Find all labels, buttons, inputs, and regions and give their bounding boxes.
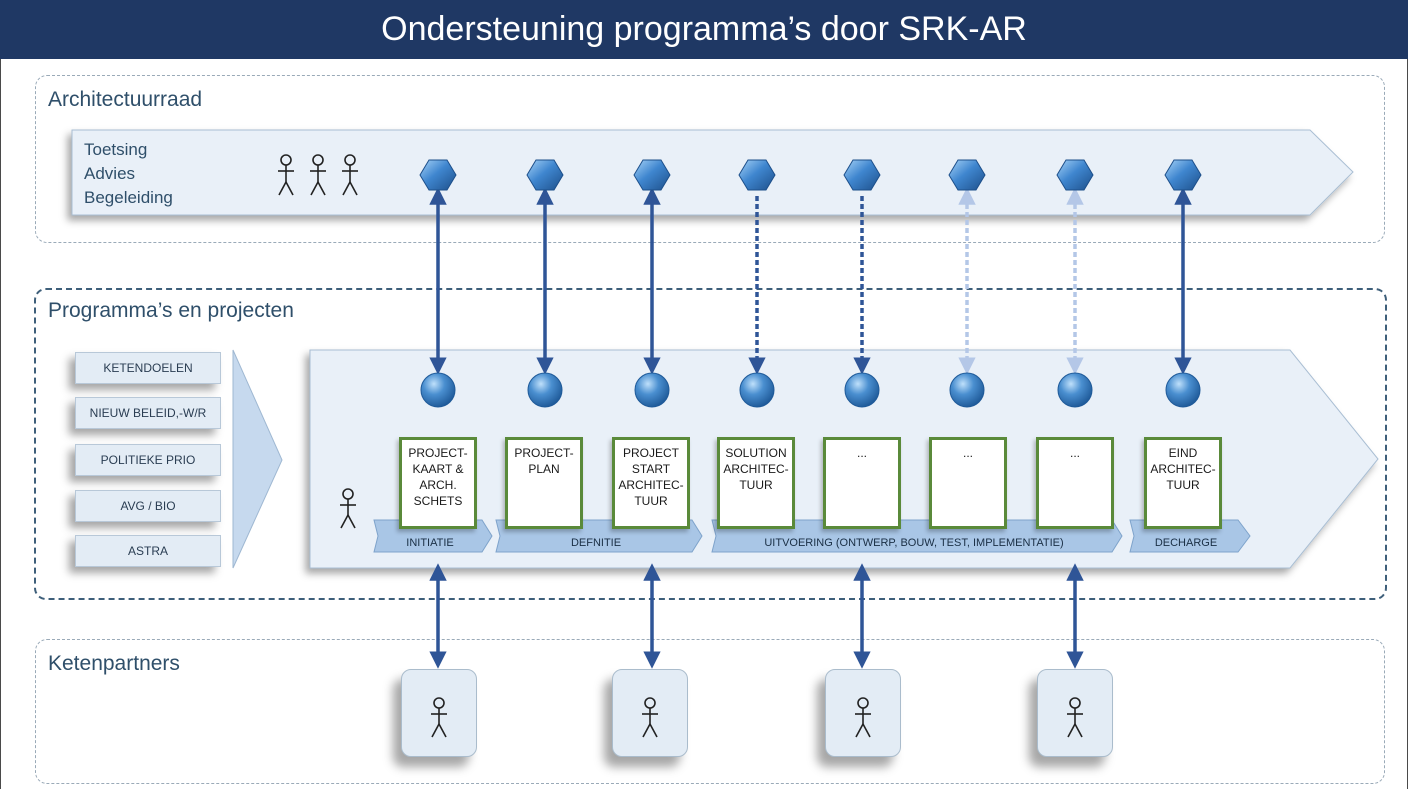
section-label-architectuurraad: Architectuurraad <box>48 88 203 111</box>
phase-label-definitie: DEFNITIE <box>570 537 622 549</box>
input-chevron <box>232 349 283 569</box>
deliverable-project-start-architectuur: PROJECT START ARCHITEC- TUUR <box>612 437 690 529</box>
milestone-node-icon <box>844 372 880 408</box>
phase-label-initiatie: INITIATIE <box>406 537 454 549</box>
hexagon-icon <box>526 159 564 191</box>
deliverable-eind-architectuur: EIND ARCHITEC- TUUR <box>1144 437 1222 529</box>
deliverable-placeholder: ... <box>823 437 901 529</box>
hexagon-icon <box>948 159 986 191</box>
milestone-node-icon <box>1165 372 1201 408</box>
page-title: Ondersteuning programma’s door SRK-AR <box>0 0 1408 59</box>
driver-ketendoelen: KETENDOELEN <box>75 352 221 384</box>
project-person-icon <box>340 488 356 529</box>
partner-box <box>401 669 477 757</box>
person-icon <box>342 154 358 196</box>
council-role-toetsing: Toetsing <box>84 140 148 159</box>
deliverable-projectplan: PROJECT- PLAN <box>505 437 583 529</box>
hexagon-icon <box>633 159 671 191</box>
council-arrow <box>71 129 1354 216</box>
section-programmas <box>34 288 1387 600</box>
milestone-node-icon <box>949 372 985 408</box>
hexagon-icon <box>1164 159 1202 191</box>
milestone-node-icon <box>739 372 775 408</box>
milestone-node-icon <box>527 372 563 408</box>
person-icon <box>431 697 447 738</box>
section-label-ketenpartners: Ketenpartners <box>48 652 180 675</box>
person-icon <box>855 697 871 738</box>
driver-nieuw-beleid: NIEUW BELEID,-W/R <box>75 397 221 429</box>
person-icon <box>1067 697 1083 738</box>
deliverable-placeholder: ... <box>1036 437 1114 529</box>
phase-label-uitvoering: UITVOERING (ONTWERP, BOUW, TEST, IMPLEME… <box>764 537 1064 549</box>
section-architectuurraad <box>35 75 1385 243</box>
partner-box <box>1037 669 1113 757</box>
driver-avg-bio: AVG / BIO <box>75 490 221 522</box>
person-icon <box>642 697 658 738</box>
phase-label-decharge: DECHARGE <box>1154 537 1218 549</box>
driver-astra: ASTRA <box>75 535 221 567</box>
deliverable-projectkaart: PROJECT- KAART & ARCH. SCHETS <box>399 437 477 529</box>
hexagon-icon <box>843 159 881 191</box>
hexagon-icon <box>1056 159 1094 191</box>
milestone-node-icon <box>634 372 670 408</box>
hexagon-icon <box>738 159 776 191</box>
person-icon <box>278 154 294 196</box>
milestone-node-icon <box>1057 372 1093 408</box>
council-people-icons <box>278 154 358 196</box>
council-role-begeleiding: Begeleiding <box>84 188 173 207</box>
council-nodes <box>419 159 1202 191</box>
deliverable-placeholder: ... <box>929 437 1007 529</box>
section-label-programmas: Programma’s en projecten <box>48 299 294 322</box>
partner-box <box>612 669 688 757</box>
milestone-node-icon <box>420 372 456 408</box>
council-connectors <box>429 187 1192 375</box>
person-icon <box>310 154 326 196</box>
program-nodes <box>420 372 1201 408</box>
deliverable-solution-architectuur: SOLUTION ARCHITEC- TUUR <box>717 437 795 529</box>
partner-box <box>825 669 901 757</box>
driver-politieke-prio: POLITIEKE PRIO <box>75 444 221 476</box>
hexagon-icon <box>419 159 457 191</box>
council-role-advies: Advies <box>84 164 136 183</box>
partner-connectors <box>429 563 1084 669</box>
section-ketenpartners <box>35 639 1385 784</box>
